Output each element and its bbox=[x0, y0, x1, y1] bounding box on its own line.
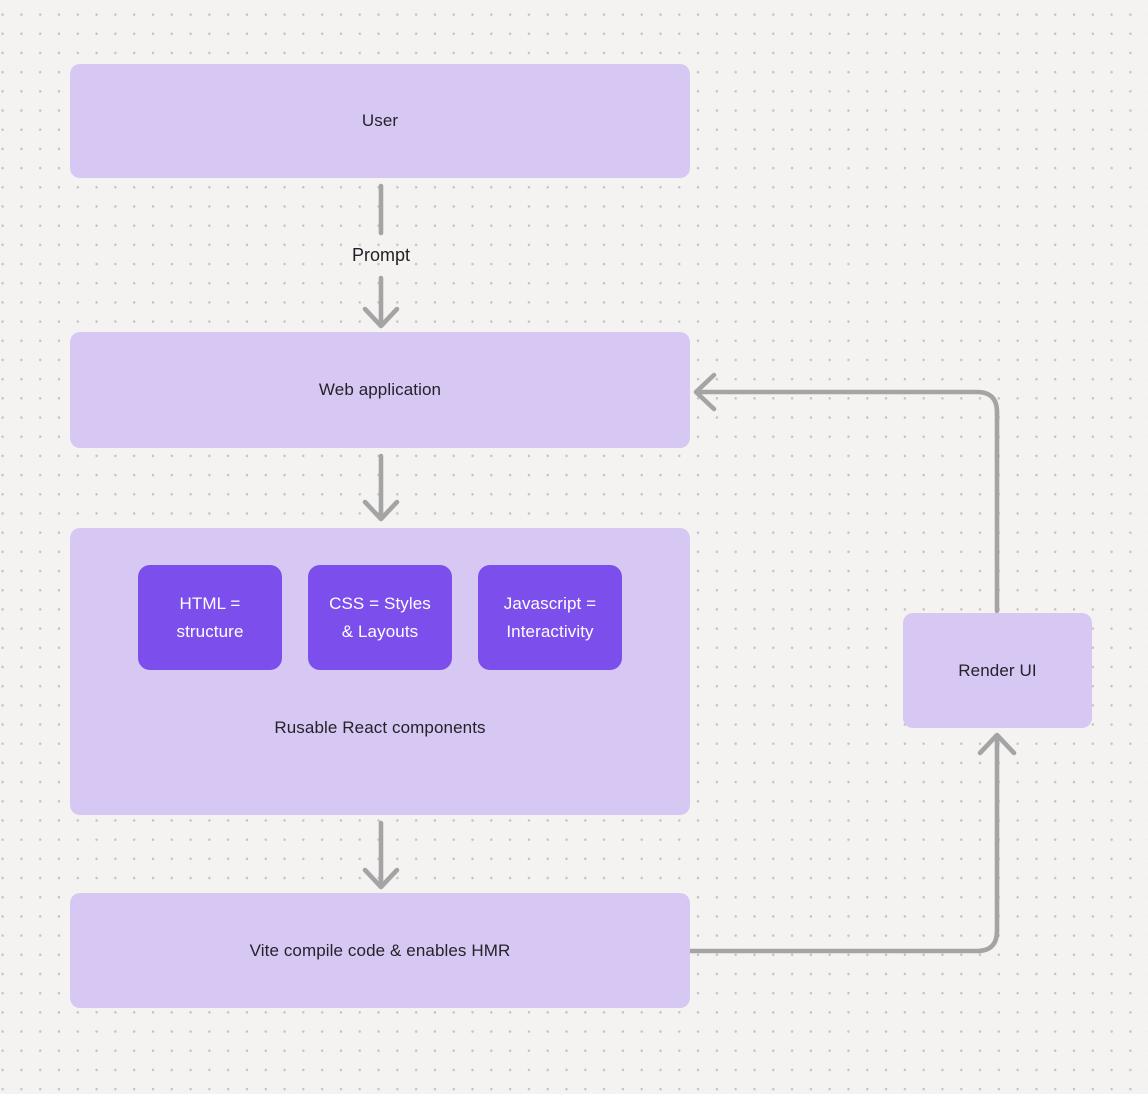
arrow-vite-to-renderui bbox=[688, 732, 1017, 954]
components-group-label: Rusable React components bbox=[274, 718, 486, 737]
arrow-renderui-to-webapp bbox=[693, 372, 1000, 614]
node-render-ui-label: Render UI bbox=[958, 660, 1037, 680]
node-vite-label: Vite compile code & enables HMR bbox=[249, 940, 511, 960]
edge-label-prompt: Prompt bbox=[351, 245, 411, 265]
node-vite: Vite compile code & enables HMR bbox=[70, 893, 690, 1008]
chip-css-line2: & Layouts bbox=[341, 621, 419, 641]
chip-html-line2: structure bbox=[176, 621, 244, 641]
chip-javascript-line1: Javascript = bbox=[503, 593, 597, 613]
arrow-webapp-to-components bbox=[362, 453, 400, 522]
chip-html-line1: HTML = bbox=[179, 593, 241, 613]
node-web-application-label: Web application bbox=[318, 380, 442, 399]
node-components-group: HTML = structure CSS = Styles & Layouts … bbox=[70, 528, 690, 815]
node-web-application: Web application bbox=[70, 332, 690, 448]
arrow-components-to-vite bbox=[362, 820, 400, 890]
chip-javascript-line2: Interactivity bbox=[506, 621, 594, 641]
node-render-ui: Render UI bbox=[903, 613, 1092, 728]
chip-css-line1: CSS = Styles bbox=[329, 593, 431, 613]
chip-css: CSS = Styles & Layouts bbox=[308, 565, 452, 670]
node-user: User bbox=[70, 64, 690, 178]
chip-html: HTML = structure bbox=[138, 565, 282, 670]
node-user-label: User bbox=[361, 111, 399, 130]
chip-javascript: Javascript = Interactivity bbox=[478, 565, 622, 670]
